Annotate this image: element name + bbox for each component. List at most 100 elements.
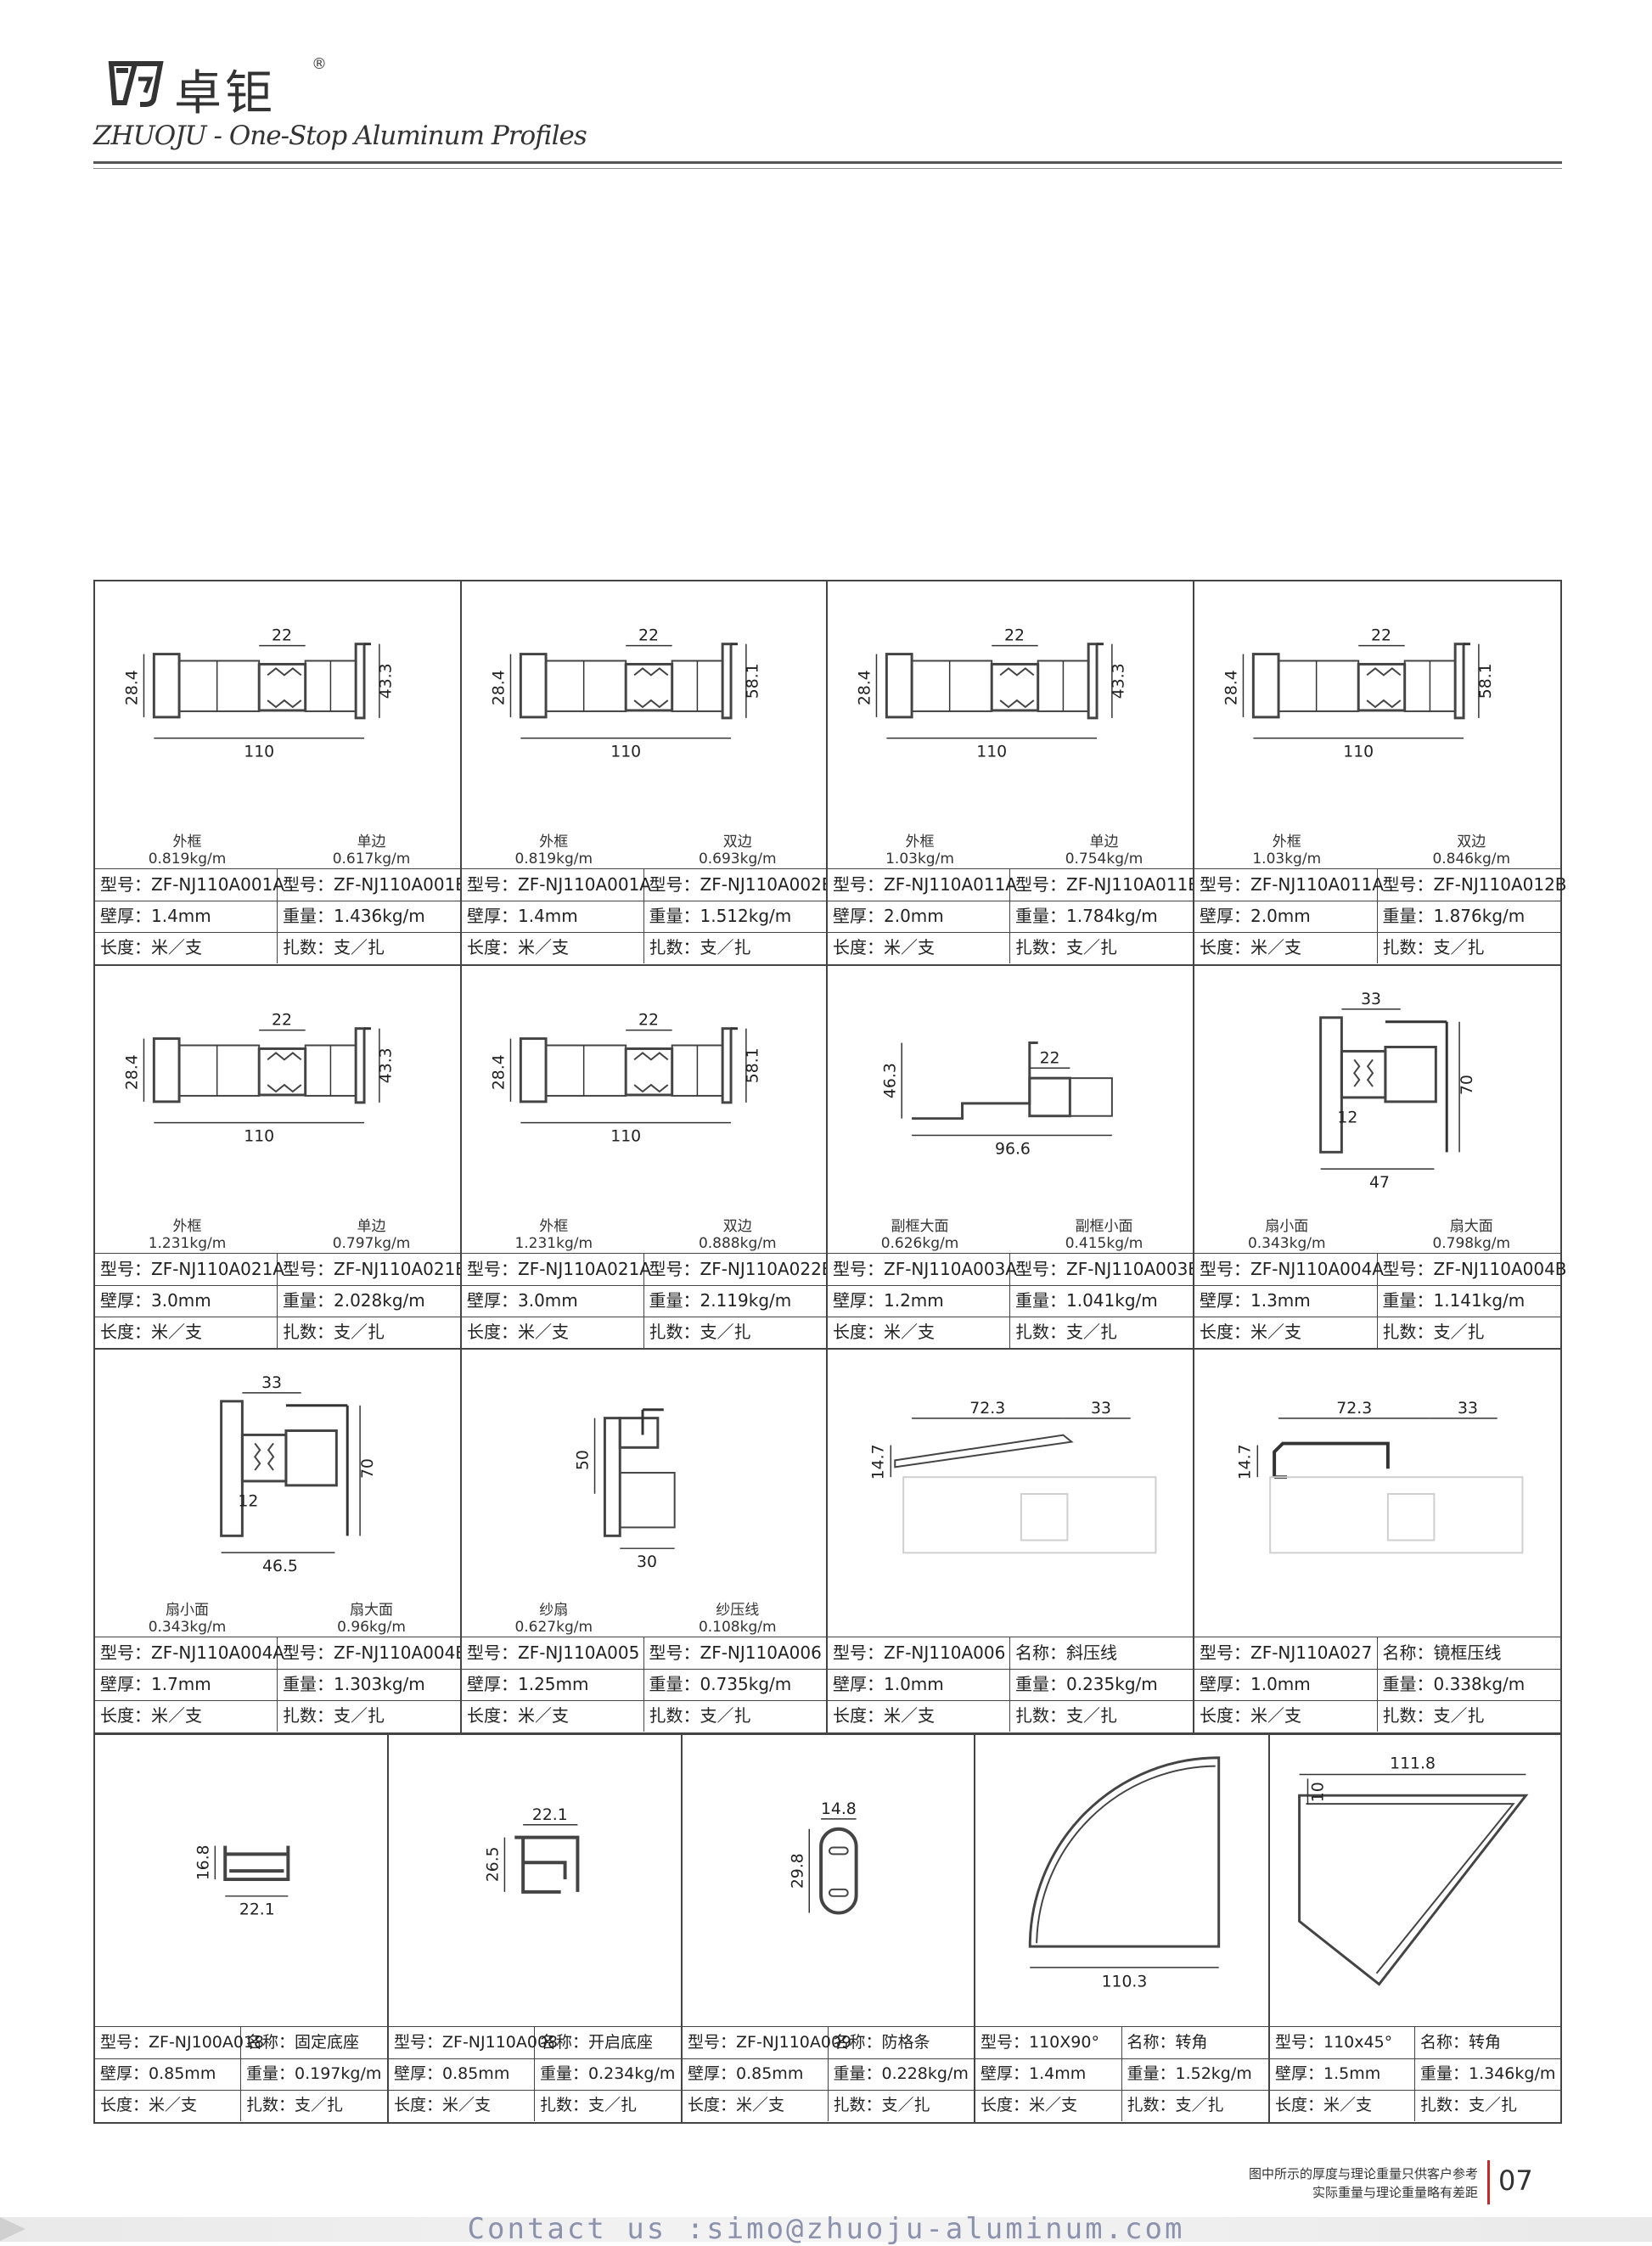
spec-cell: 型号：ZF-NJ110A005 [462,1637,644,1669]
spec-cell: 重量：1.512kg/m [649,906,792,926]
profile-part-weight: 1.03kg/m [885,851,954,868]
dim-bottom-label: 110 [976,743,1007,761]
spec-cell: 壁厚：1.4mm [975,2058,1122,2090]
dim-top-label: 72.3 [1336,1400,1372,1418]
header-divider-thin [93,168,1562,169]
spec-cell: 型号：ZF-NJ110A006 [828,1637,1010,1669]
spec-cell: 壁厚：1.3mm [1194,1285,1378,1317]
dim-bottom-label: 110 [610,1127,641,1145]
dim-top-label: 111.8 [1390,1755,1436,1773]
dim-bottom-label: 96.6 [995,1140,1031,1158]
dim-bottom-label: 110 [244,1127,274,1145]
dim-left-label: 28.4 [491,670,509,705]
dim-top-label: 22 [638,627,659,645]
spec-cell: 型号：ZF-NJ110A001A [462,869,651,901]
profile-part-name: 纱扇 [539,1602,569,1619]
dim-right-label: 58.1 [745,663,762,699]
profile-part-weight: 1.231kg/m [514,1235,593,1252]
dim-right-label: 70 [1458,1075,1476,1095]
dim-left-label: 28.4 [857,670,874,705]
spec-cell: 壁厚：3.0mm [462,1285,644,1317]
profile-part-name: 扇大面 [1449,1218,1493,1235]
dim-left-label: 28.4 [124,670,142,705]
profile-cross-section-icon: 110.3 [1028,1756,1221,1991]
brand-logo: 卓钜 ® [106,55,352,121]
dim-top2-label: 33 [1458,1400,1478,1418]
spec-cell: 型号：ZF-NJ110A004A [1194,1254,1384,1285]
dim-bottom-label: 22.1 [239,1901,275,1919]
spec-cell: 型号：ZF-NJ110A004B [1382,1259,1567,1279]
dim-top-label: 22 [638,1012,659,1030]
profile-part-name: 双边 [722,834,752,851]
dim-top2-label: 33 [1091,1400,1111,1418]
dim-left-label: 10 [1309,1782,1327,1802]
spec-cell: 壁厚：1.4mm [462,901,644,932]
spec-cell: 长度：米／支 [95,2090,241,2121]
profile-part-weight: 0.626kg/m [880,1235,959,1252]
brand-tagline: ZHUOJU - One-Stop Aluminum Profiles [93,121,587,151]
profile-part-name: 单边 [357,834,386,851]
page-number-bar [1487,2160,1490,2204]
spec-row: 型号：110X90°名称：转角 [975,2027,1268,2059]
profile-cross-section-icon: 16.822.1 [194,1845,290,1919]
spec-cell: 长度：米／支 [683,2090,829,2121]
spec-row: 长度：米／支扎数：支／扎 [462,1317,826,1348]
header-divider [93,161,1562,164]
spec-cell: 型号：110x45° [1270,2027,1415,2058]
spec-cell: 壁厚：2.0mm [828,901,1010,932]
profile-part-name: 扇小面 [166,1602,209,1619]
spec-cell: 扎数：支／扎 [833,2096,930,2114]
spec-cell: 长度：米／支 [389,2090,535,2121]
footnote-line-2: 实际重量与理论重量略有差距 [1312,2185,1478,2200]
dim-bottom-label: 110 [610,743,641,761]
spec-cell: 重量：2.119kg/m [649,1290,792,1311]
contact-email-link[interactable]: Contact us :simo@zhuoju-aluminum.com [467,2212,1185,2246]
spec-cell: 扎数：支／扎 [1015,1322,1117,1342]
spec-row: 长度：米／支扎数：支／扎 [95,2090,387,2121]
spec-cell: 扎数：支／扎 [1015,1705,1117,1726]
spec-cell: 名称：防格条 [833,2033,930,2052]
profile-part-name: 单边 [357,1218,386,1235]
profile-part-weight: 0.415kg/m [1065,1235,1143,1252]
spec-row: 长度：米／支扎数：支／扎 [1194,932,1560,963]
profile-part-weight: 0.819kg/m [148,851,227,868]
spec-cell: 扎数：支／扎 [1382,1322,1485,1342]
spec-cell: 长度：米／支 [828,932,1010,963]
dim-inner-label: 12 [1337,1109,1357,1127]
spec-row: 长度：米／支扎数：支／扎 [95,1317,460,1348]
spec-cell: 型号：ZF-NJ110A003A [828,1254,1017,1285]
